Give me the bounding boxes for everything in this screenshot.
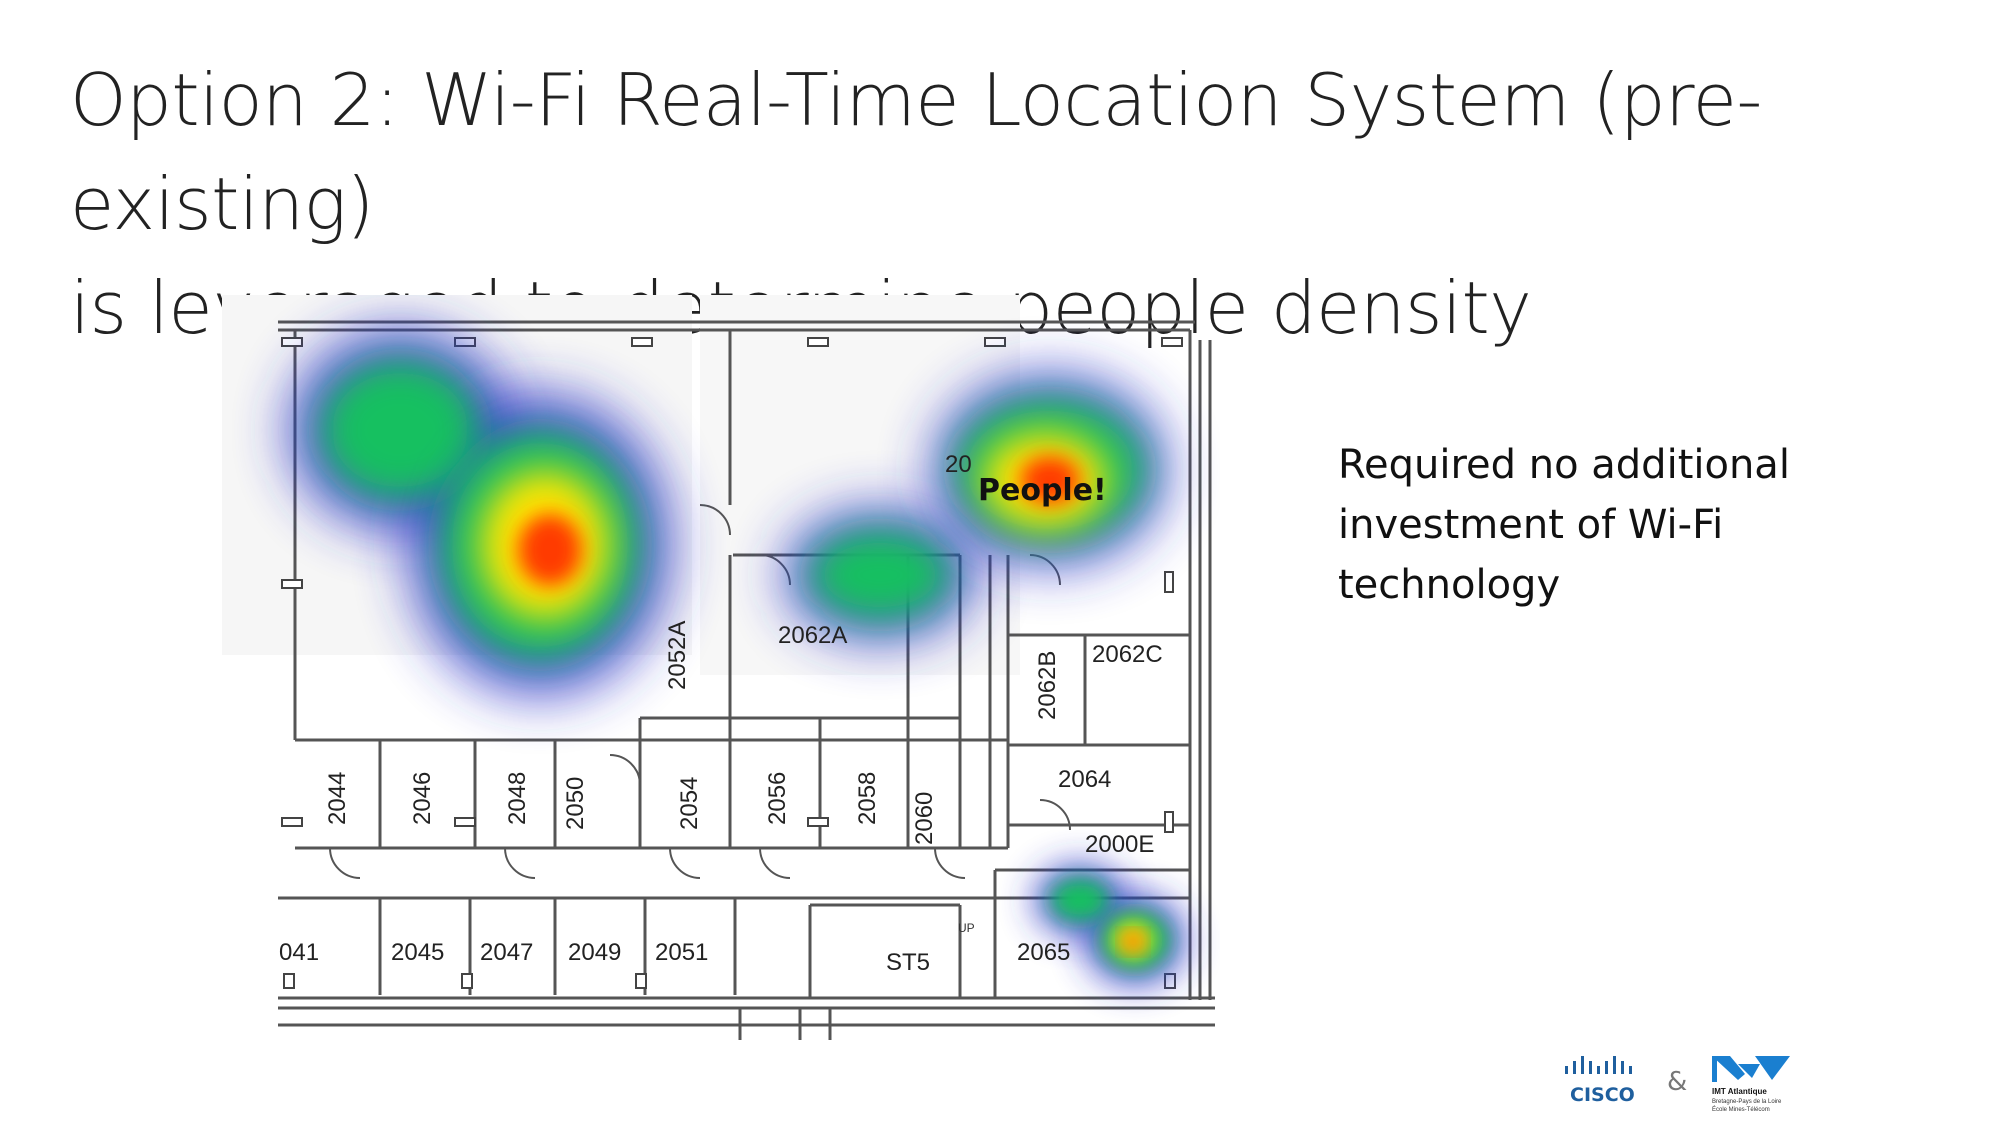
room-label: 2049 (568, 939, 621, 966)
room-label: 2000E (1085, 831, 1154, 858)
room-labels: 2052A 2062A 2062B 2062C 2044 2046 2048 2… (279, 451, 1163, 976)
room-label: 2051 (655, 939, 708, 966)
heatmap-blob-3 (1035, 865, 1185, 985)
imt-subtitle-2: École Mines-Télécom (1712, 1106, 1770, 1113)
bullet-text: Required no additional investment of Wi-… (1338, 435, 1858, 615)
room-label: 2062A (778, 622, 847, 649)
room-label: ST5 (886, 949, 930, 976)
stairs-up-label: UP (958, 921, 975, 935)
room-label: 2054 (676, 777, 703, 830)
heatmap-blob-1 (290, 330, 670, 695)
room-label: 2058 (854, 772, 881, 825)
room-label: 2048 (504, 772, 531, 825)
room-label: 2052A (664, 621, 691, 690)
room-label: 2045 (391, 939, 444, 966)
ampersand: & (1667, 1067, 1687, 1097)
wall-markers (281, 337, 1183, 989)
room-label: 2056 (764, 772, 791, 825)
heatmap-label: People! (978, 473, 1107, 508)
room-label: 2046 (409, 772, 436, 825)
cisco-logo-icon (1565, 1056, 1632, 1074)
room-label: 2044 (324, 772, 351, 825)
room-label: 2047 (480, 939, 533, 966)
room-label: 20 (945, 451, 972, 478)
cisco-wordmark: CISCO (1570, 1084, 1635, 1106)
floorplan-heatmap: 2052A 2062A 2062B 2062C 2044 2046 2048 2… (222, 295, 1215, 1040)
title-line-1: Option 2: Wi-Fi Real-Time Location Syste… (70, 58, 1762, 246)
bullet-line-2: investment of Wi-Fi (1338, 502, 1724, 548)
imt-wordmark: IMT Atlantique (1712, 1087, 1767, 1096)
room-label: 2062B (1034, 651, 1061, 720)
imt-logo-icon (1712, 1056, 1790, 1082)
heatmap-blob-2 (785, 375, 1165, 640)
room-label: 2062C (1092, 641, 1163, 668)
imt-subtitle-1: Bretagne-Pays de la Loire (1712, 1099, 1782, 1105)
floorplan-walls (278, 320, 1215, 1040)
room-label: 2050 (562, 777, 589, 830)
room-label: 2060 (911, 792, 938, 845)
bullet-line-3: technology (1338, 562, 1561, 608)
bullet-line-1: Required no additional (1338, 442, 1790, 488)
room-label: 2064 (1058, 766, 1111, 793)
logo-area: CISCO & IMT Atlantique Bretagne-Pays de … (1565, 1056, 1790, 1113)
room-label: 041 (279, 939, 319, 966)
room-label: 2065 (1017, 939, 1070, 966)
